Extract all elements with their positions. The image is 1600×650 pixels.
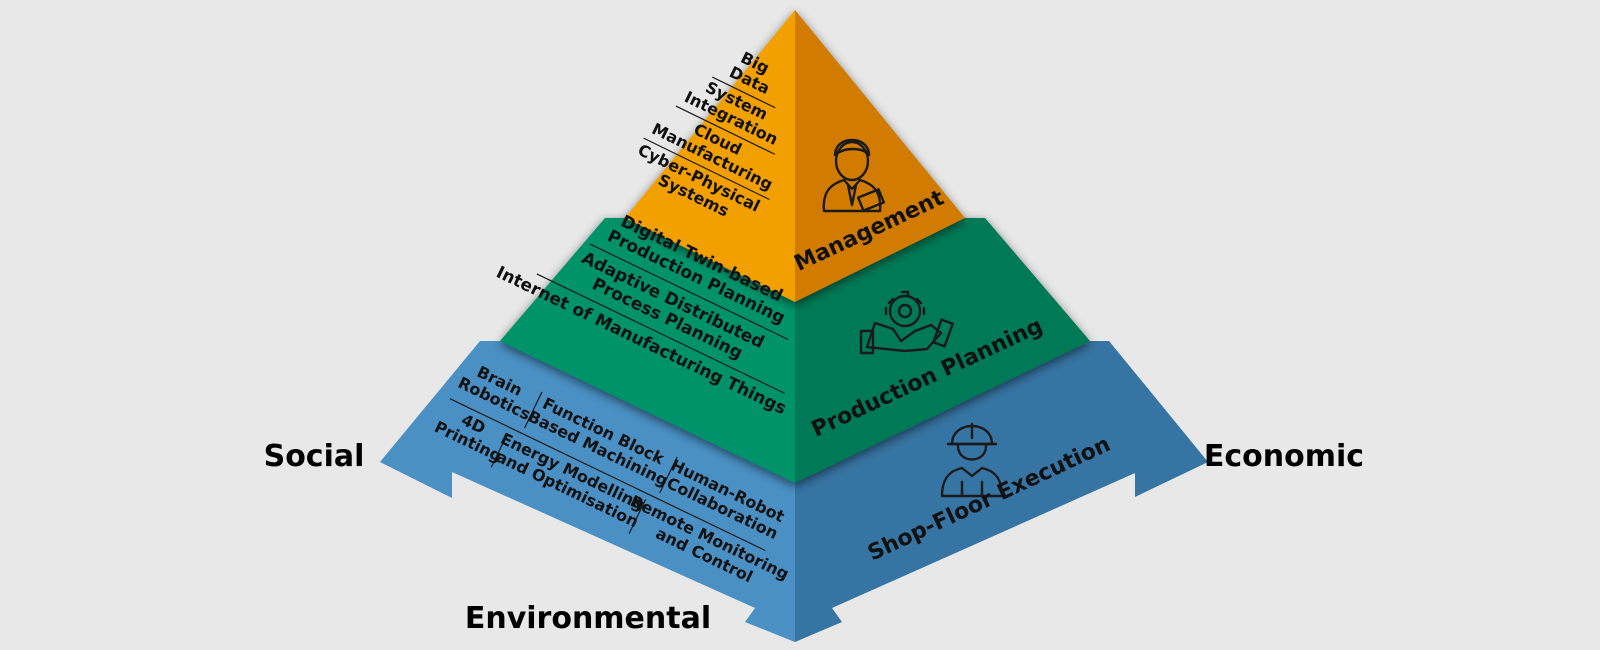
manager-icon xyxy=(822,138,886,213)
corner-label-environmental: Environmental xyxy=(465,601,711,636)
management-right-face xyxy=(795,10,965,302)
separator xyxy=(449,398,766,552)
tier-management xyxy=(625,10,965,302)
corner-label-economic: Economic xyxy=(1204,439,1364,474)
separator xyxy=(490,432,509,468)
gear-hands-icon xyxy=(859,290,954,355)
separator xyxy=(675,105,776,155)
separator xyxy=(524,391,543,429)
separator xyxy=(536,273,785,394)
separator xyxy=(659,456,678,494)
separator xyxy=(589,243,789,341)
separator xyxy=(628,499,647,535)
planning-left-face xyxy=(500,218,795,483)
planning-right-face xyxy=(795,218,1090,483)
worker-icon xyxy=(940,422,1004,498)
corner-label-social: Social xyxy=(264,439,365,474)
separator xyxy=(643,137,770,201)
separator xyxy=(712,76,776,109)
management-left-face xyxy=(625,10,795,302)
